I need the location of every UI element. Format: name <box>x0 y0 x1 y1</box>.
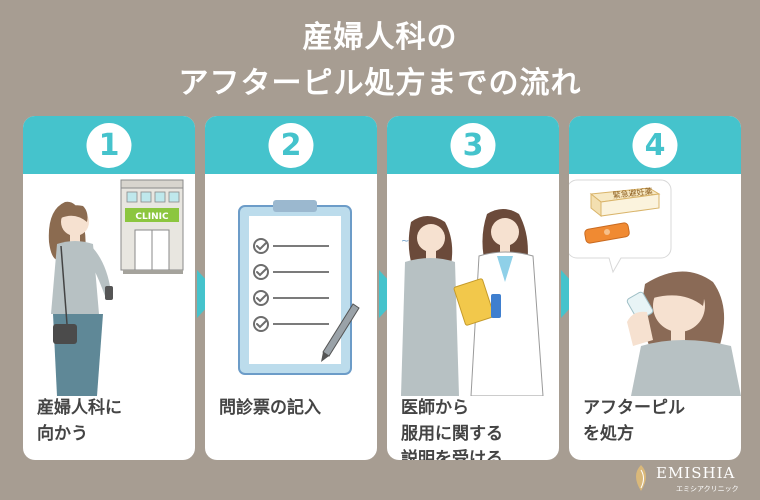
step-number: 3 <box>450 123 496 168</box>
step-header-band: 2 <box>205 116 377 174</box>
woman-taking-pill-illustration: 緊急避妊薬 <box>569 179 741 396</box>
woman-walking-to-clinic-illustration: CLINIC <box>48 179 184 396</box>
step-card-4: 4 緊急避妊薬 アフターピル を処方 <box>569 116 741 460</box>
step-header-band: 1 <box>23 116 195 174</box>
step-card-1: 1 CLINIC 産婦人科に 向かう <box>23 116 195 460</box>
step-number: 2 <box>268 123 314 168</box>
step-number: 1 <box>86 123 132 168</box>
step-card-2: 2 問診票の記入 <box>205 116 377 460</box>
step-header-band: 3 <box>387 116 559 174</box>
step-header-band: 4 <box>569 116 741 174</box>
questionnaire-clipboard-illustration <box>238 200 360 375</box>
brand-subtitle: エミシアクリニック <box>676 485 739 493</box>
step-card-3: 3 ~ 医師から 服用に関する 説明を受ける <box>387 116 559 460</box>
step-caption: 産婦人科に 向かう <box>37 398 122 444</box>
step-caption: 問診票の記入 <box>219 398 321 418</box>
pill-box-label: 緊急避妊薬 <box>612 186 653 200</box>
brand-name: EMISHIA <box>656 464 736 482</box>
step-caption: 医師から 服用に関する 説明を受ける <box>401 398 503 460</box>
page-title-line2: アフターピル処方までの流れ <box>178 66 582 101</box>
doctor-explaining-illustration: ~ <box>401 209 544 396</box>
step-caption: アフターピル を処方 <box>583 398 685 444</box>
brand-logo: EMISHIA エミシアクリニック <box>630 462 758 496</box>
emishia-leaf-icon <box>636 465 646 491</box>
svg-text:~: ~ <box>401 236 409 247</box>
page-title-line1: 産婦人科の <box>302 20 458 55</box>
clinic-sign-text: CLINIC <box>135 212 169 222</box>
step-number: 4 <box>632 123 678 168</box>
